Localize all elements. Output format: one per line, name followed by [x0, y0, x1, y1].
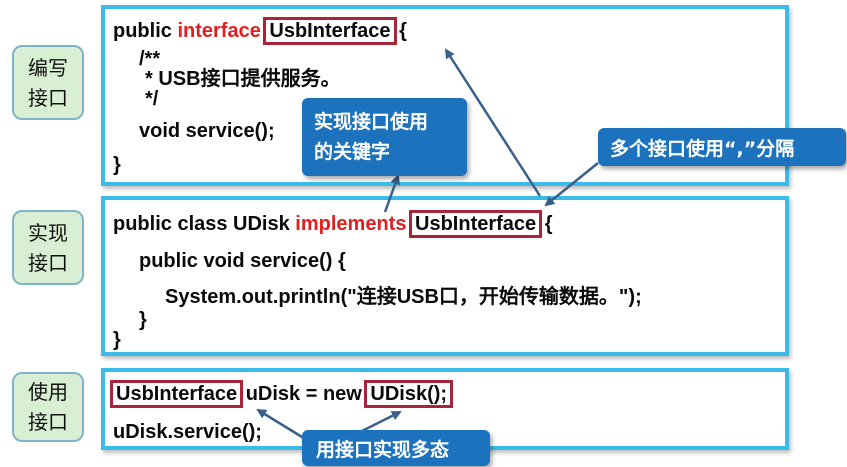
label-write-line1: 编写	[28, 55, 68, 80]
label-use-line1: 使用	[28, 380, 68, 404]
write-line-6: }	[113, 154, 121, 176]
label-implement-line2: 接口	[28, 250, 68, 275]
use-line-2: uDisk.service();	[113, 421, 262, 443]
write-line-3: * USB接口提供服务。	[145, 68, 341, 90]
label-implement-interface: 实现接口	[12, 210, 84, 285]
callout-keyword-line1: 实现接口使用	[314, 111, 429, 133]
interface-keyword: interface	[177, 20, 261, 42]
use-line-1: UsbInterface uDisk = new UDisk();	[110, 380, 454, 408]
callout-keyword-line2: 的关键字	[314, 141, 391, 163]
impl-line-1: public class UDisk implements UsbInterfa…	[113, 210, 553, 238]
callout-multiple-interfaces: 多个接口使用“,”分隔	[598, 128, 846, 166]
implements-keyword: implements	[295, 213, 407, 235]
label-write-line2: 接口	[28, 85, 68, 110]
write-line-2: /**	[139, 48, 161, 70]
impl-line-3: System.out.println("连接USB口，开始传输数据。");	[165, 286, 642, 308]
implement-interface-panel: public class UDisk implements UsbInterfa…	[101, 196, 789, 356]
label-use-interface: 使用接口	[12, 372, 84, 442]
implemented-interface-box: UsbInterface	[409, 210, 543, 238]
constructor-box: UDisk();	[364, 380, 454, 408]
callout-separator-text: 多个接口使用“,”分隔	[610, 137, 795, 160]
callout-polymorphism-text: 用接口实现多态	[316, 438, 450, 461]
interface-name-box: UsbInterface	[263, 17, 397, 45]
label-use-line2: 接口	[28, 410, 68, 434]
type-name-box: UsbInterface	[110, 380, 244, 408]
write-line-5: void service();	[139, 120, 275, 142]
impl-line-4: }	[139, 309, 147, 331]
write-line-1: public interface UsbInterface {	[113, 17, 407, 45]
write-line-4: */	[145, 88, 159, 110]
label-implement-line1: 实现	[28, 220, 68, 245]
callout-implements-keyword: 实现接口使用的关键字	[302, 98, 467, 176]
impl-line-5: }	[113, 329, 121, 351]
impl-line-2: public void service() {	[139, 250, 346, 272]
callout-polymorphism: 用接口实现多态	[302, 430, 490, 466]
label-write-interface: 编写接口	[12, 45, 84, 120]
